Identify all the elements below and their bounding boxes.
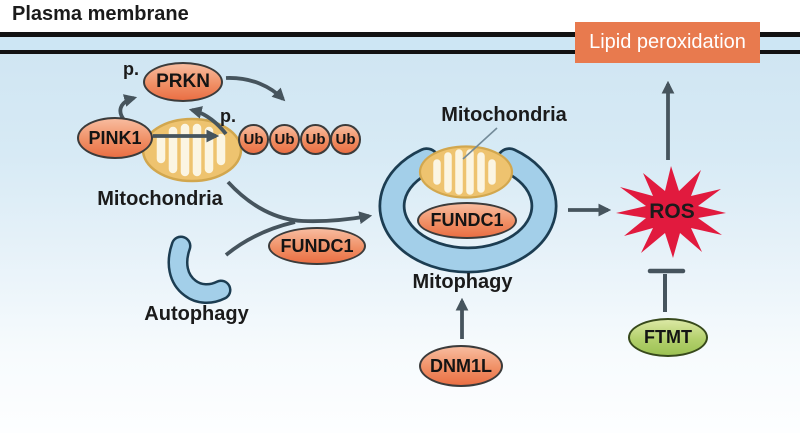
ubiquitin-node: Ub	[300, 124, 331, 155]
autophagy-membrane-shape	[167, 235, 232, 304]
mitochondrion-engulfed	[418, 145, 514, 199]
cristae-pattern	[433, 149, 496, 195]
dnm1l-node: DNM1L	[419, 345, 503, 387]
ubiquitin-node: Ub	[330, 124, 361, 155]
mitochondria-engulfed-label: Mitochondria	[441, 104, 567, 126]
membrane-inner-line	[0, 50, 800, 54]
ros-label: ROS	[649, 200, 695, 223]
cristae-pattern	[156, 123, 226, 177]
autophagosome-ring	[378, 147, 558, 274]
mitochondria-pointer-line	[462, 127, 498, 160]
lipid-peroxidation-box: Lipid peroxidation	[575, 22, 760, 63]
ros-starburst	[616, 166, 726, 258]
plasma-membrane-label: Plasma membrane	[12, 3, 189, 25]
prkn-node: PRKN	[143, 62, 223, 102]
arrow-prkn-to-ub	[225, 76, 286, 102]
ubiquitin-node: Ub	[238, 124, 269, 155]
autophagy-label: Autophagy	[144, 303, 249, 325]
mitophagy-label: Mitophagy	[412, 271, 513, 293]
fundc1-node-engulfed: FUNDC1	[417, 202, 517, 239]
mitochondria-left-label: Mitochondria	[97, 188, 223, 210]
ftmt-node: FTMT	[628, 318, 708, 357]
ubiquitin-node: Ub	[269, 124, 300, 155]
membrane-outer-line	[0, 32, 800, 37]
fundc1-node-free: FUNDC1	[268, 227, 366, 265]
phospho-label-prkn: p.	[123, 59, 139, 79]
mitochondrion-left	[141, 117, 243, 183]
arrow-autophagy-branch	[224, 220, 296, 257]
pathway-arrows	[118, 76, 686, 339]
arrow-mitochondria-to-mitophagy	[226, 180, 373, 225]
pink1-node: PINK1	[77, 117, 153, 159]
arrow-ub-to-mitochondria	[188, 106, 228, 136]
phospho-label-ub: p.	[220, 106, 236, 126]
